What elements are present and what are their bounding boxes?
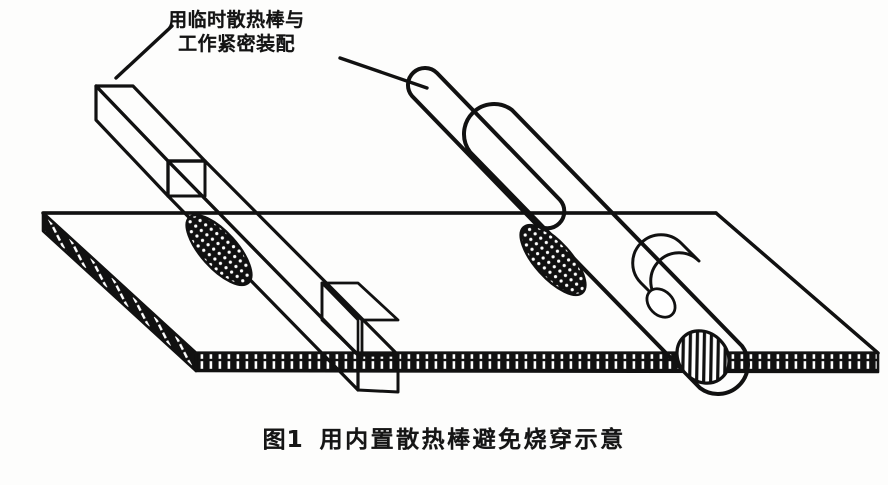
figure-caption-number: 图1 (262, 427, 304, 453)
round-tube-cut-end (631, 233, 731, 385)
round-tube-assembly (406, 66, 750, 396)
square-tube-assembly (94, 84, 400, 394)
plate-front-edge-section (194, 351, 880, 374)
round-heat-sink-rod (406, 66, 567, 231)
callout-line-2: 工作紧密装配 (178, 33, 296, 56)
leader-line-left (114, 24, 174, 80)
callout-line-1: 用临时散热棒与 (168, 9, 305, 31)
round-tube (462, 102, 750, 396)
square-heat-sink-rod (94, 84, 207, 198)
callout-annotation: 用临时散热棒与 工作紧密装配 (168, 8, 368, 57)
plate-left-edge-section (41, 211, 198, 373)
square-tube-cut-end (320, 281, 400, 394)
figure-caption-text: 用内置散热棒避免烧穿示意 (319, 427, 626, 453)
base-plate (41, 211, 880, 374)
weld-bead-round (519, 223, 587, 297)
callout-leader-lines (114, 24, 429, 90)
leader-line-right (338, 56, 429, 90)
figure-caption: 图1 用内置散热棒避免烧穿示意 (0, 420, 888, 454)
weld-bead-square (185, 213, 253, 287)
